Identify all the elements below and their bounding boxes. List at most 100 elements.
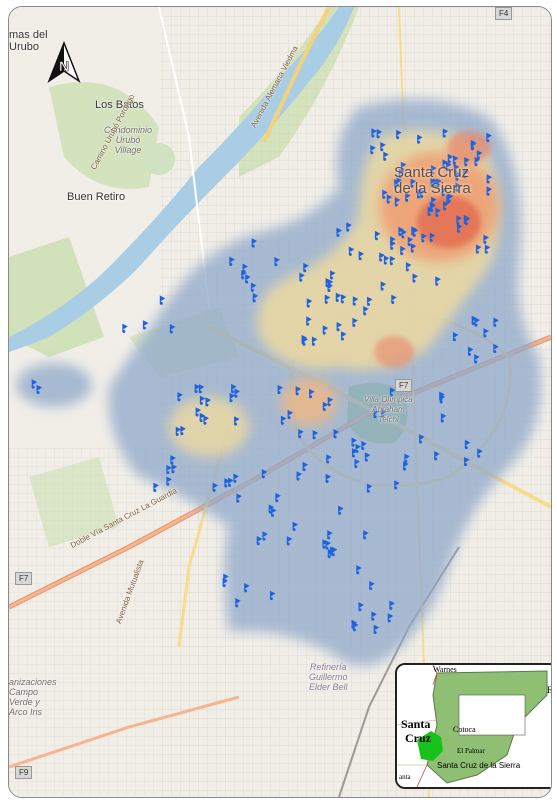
- observation-point-icon: [336, 321, 343, 330]
- density-mid-center: [281, 378, 337, 426]
- observation-point-base: [464, 163, 468, 167]
- observation-point-base: [394, 203, 398, 207]
- observation-point-base: [431, 203, 435, 207]
- observation-point-base: [229, 399, 233, 403]
- inset-label-el-palmar: El Palmar: [457, 747, 485, 755]
- observation-point-base: [361, 447, 365, 451]
- observation-point-icon: [203, 415, 209, 424]
- observation-point-base: [417, 140, 421, 144]
- observation-point-base: [455, 188, 459, 192]
- observation-point-icon: [476, 150, 483, 158]
- observation-point-icon: [358, 602, 364, 610]
- observation-point-icon: [311, 336, 318, 345]
- observation-point-icon: [286, 536, 293, 544]
- observation-point-base: [376, 135, 380, 139]
- observation-point-base: [333, 435, 337, 439]
- observation-point-icon: [333, 429, 340, 437]
- observation-point-base: [261, 475, 265, 479]
- observation-point-icon: [331, 546, 338, 555]
- observation-point-base: [474, 163, 478, 167]
- observation-point-base: [205, 403, 209, 407]
- observation-point-icon: [441, 186, 448, 195]
- observation-point-base: [463, 221, 467, 225]
- observation-point-icon: [177, 391, 183, 400]
- observation-point-icon: [295, 386, 302, 394]
- observation-point-icon: [256, 535, 263, 544]
- observation-point-icon: [379, 252, 385, 261]
- observation-point-base: [373, 630, 377, 634]
- observation-point-icon: [477, 448, 483, 457]
- observation-point-base: [441, 193, 445, 197]
- observation-point-icon: [195, 407, 202, 416]
- observation-point-base: [483, 240, 487, 244]
- observation-point-base: [346, 228, 350, 232]
- observation-point-base: [374, 237, 378, 241]
- density-mid-sw: [169, 397, 249, 457]
- map-frame: mas del Urubo Los Batos Condominio Urubó…: [8, 6, 552, 798]
- observation-point-icon: [153, 482, 159, 491]
- observation-point-base: [271, 513, 275, 517]
- observation-point-icon: [389, 387, 396, 396]
- observation-point-base: [171, 470, 175, 474]
- observation-point-base: [452, 338, 456, 342]
- observation-point-icon: [390, 236, 396, 245]
- observation-point-icon: [322, 325, 329, 334]
- observation-point-base: [410, 184, 414, 188]
- observation-point-base: [203, 421, 207, 425]
- observation-point-base: [244, 589, 248, 593]
- observation-point-base: [356, 571, 360, 575]
- observation-point-base: [169, 330, 173, 334]
- observation-point-icon: [330, 270, 336, 279]
- highway-shield-f7-west: F7: [15, 572, 33, 585]
- observation-point-base: [354, 465, 358, 469]
- observation-point-icon: [229, 392, 236, 401]
- observation-point-icon: [199, 395, 206, 404]
- observation-point-base: [379, 258, 383, 262]
- observation-point-base: [175, 432, 179, 436]
- observation-point-icon: [327, 548, 334, 557]
- observation-point-base: [447, 199, 451, 203]
- observation-point-base: [474, 323, 478, 327]
- observation-point-icon: [435, 207, 441, 216]
- observation-point-base: [352, 628, 356, 632]
- observation-point-icon: [228, 477, 234, 486]
- observation-point-icon: [277, 384, 284, 393]
- observation-point-icon: [493, 317, 499, 326]
- observation-point-icon: [381, 408, 387, 417]
- observation-point-icon: [435, 276, 441, 285]
- observation-point-icon: [299, 272, 305, 281]
- observation-point-base: [198, 390, 202, 394]
- observation-point-icon: [443, 201, 449, 209]
- observation-point-icon: [245, 274, 251, 282]
- observation-point-base: [153, 488, 157, 492]
- observation-point-icon: [309, 388, 315, 397]
- observation-point-base: [327, 555, 331, 559]
- observation-point-icon: [252, 293, 259, 301]
- observation-point-base: [251, 244, 255, 248]
- observation-point-base: [435, 213, 439, 217]
- observation-point-icon: [251, 238, 258, 247]
- observation-point-icon: [280, 415, 287, 424]
- observation-point-base: [435, 282, 439, 286]
- inset-city-area: [417, 731, 443, 761]
- observation-point-base: [410, 249, 414, 253]
- observation-point-icon: [233, 473, 239, 482]
- observation-point-base: [380, 287, 384, 291]
- observation-point-base: [235, 604, 239, 608]
- observation-point-base: [269, 597, 273, 601]
- observation-point-icon: [175, 426, 182, 435]
- observation-point-base: [142, 326, 146, 330]
- observation-point-icon: [366, 483, 373, 492]
- inset-label-cruz: Cruz: [405, 731, 431, 745]
- observation-point-icon: [401, 229, 407, 237]
- observation-point-icon: [224, 478, 230, 486]
- observation-point-base: [364, 458, 368, 462]
- observation-point-base: [306, 304, 310, 308]
- observation-point-base: [398, 233, 402, 237]
- observation-point-base: [194, 390, 198, 394]
- observation-point-icon: [486, 174, 493, 183]
- observation-point-base: [442, 165, 446, 169]
- observation-point-icon: [241, 270, 247, 278]
- observation-point-base: [467, 352, 471, 356]
- observation-point-base: [470, 147, 474, 151]
